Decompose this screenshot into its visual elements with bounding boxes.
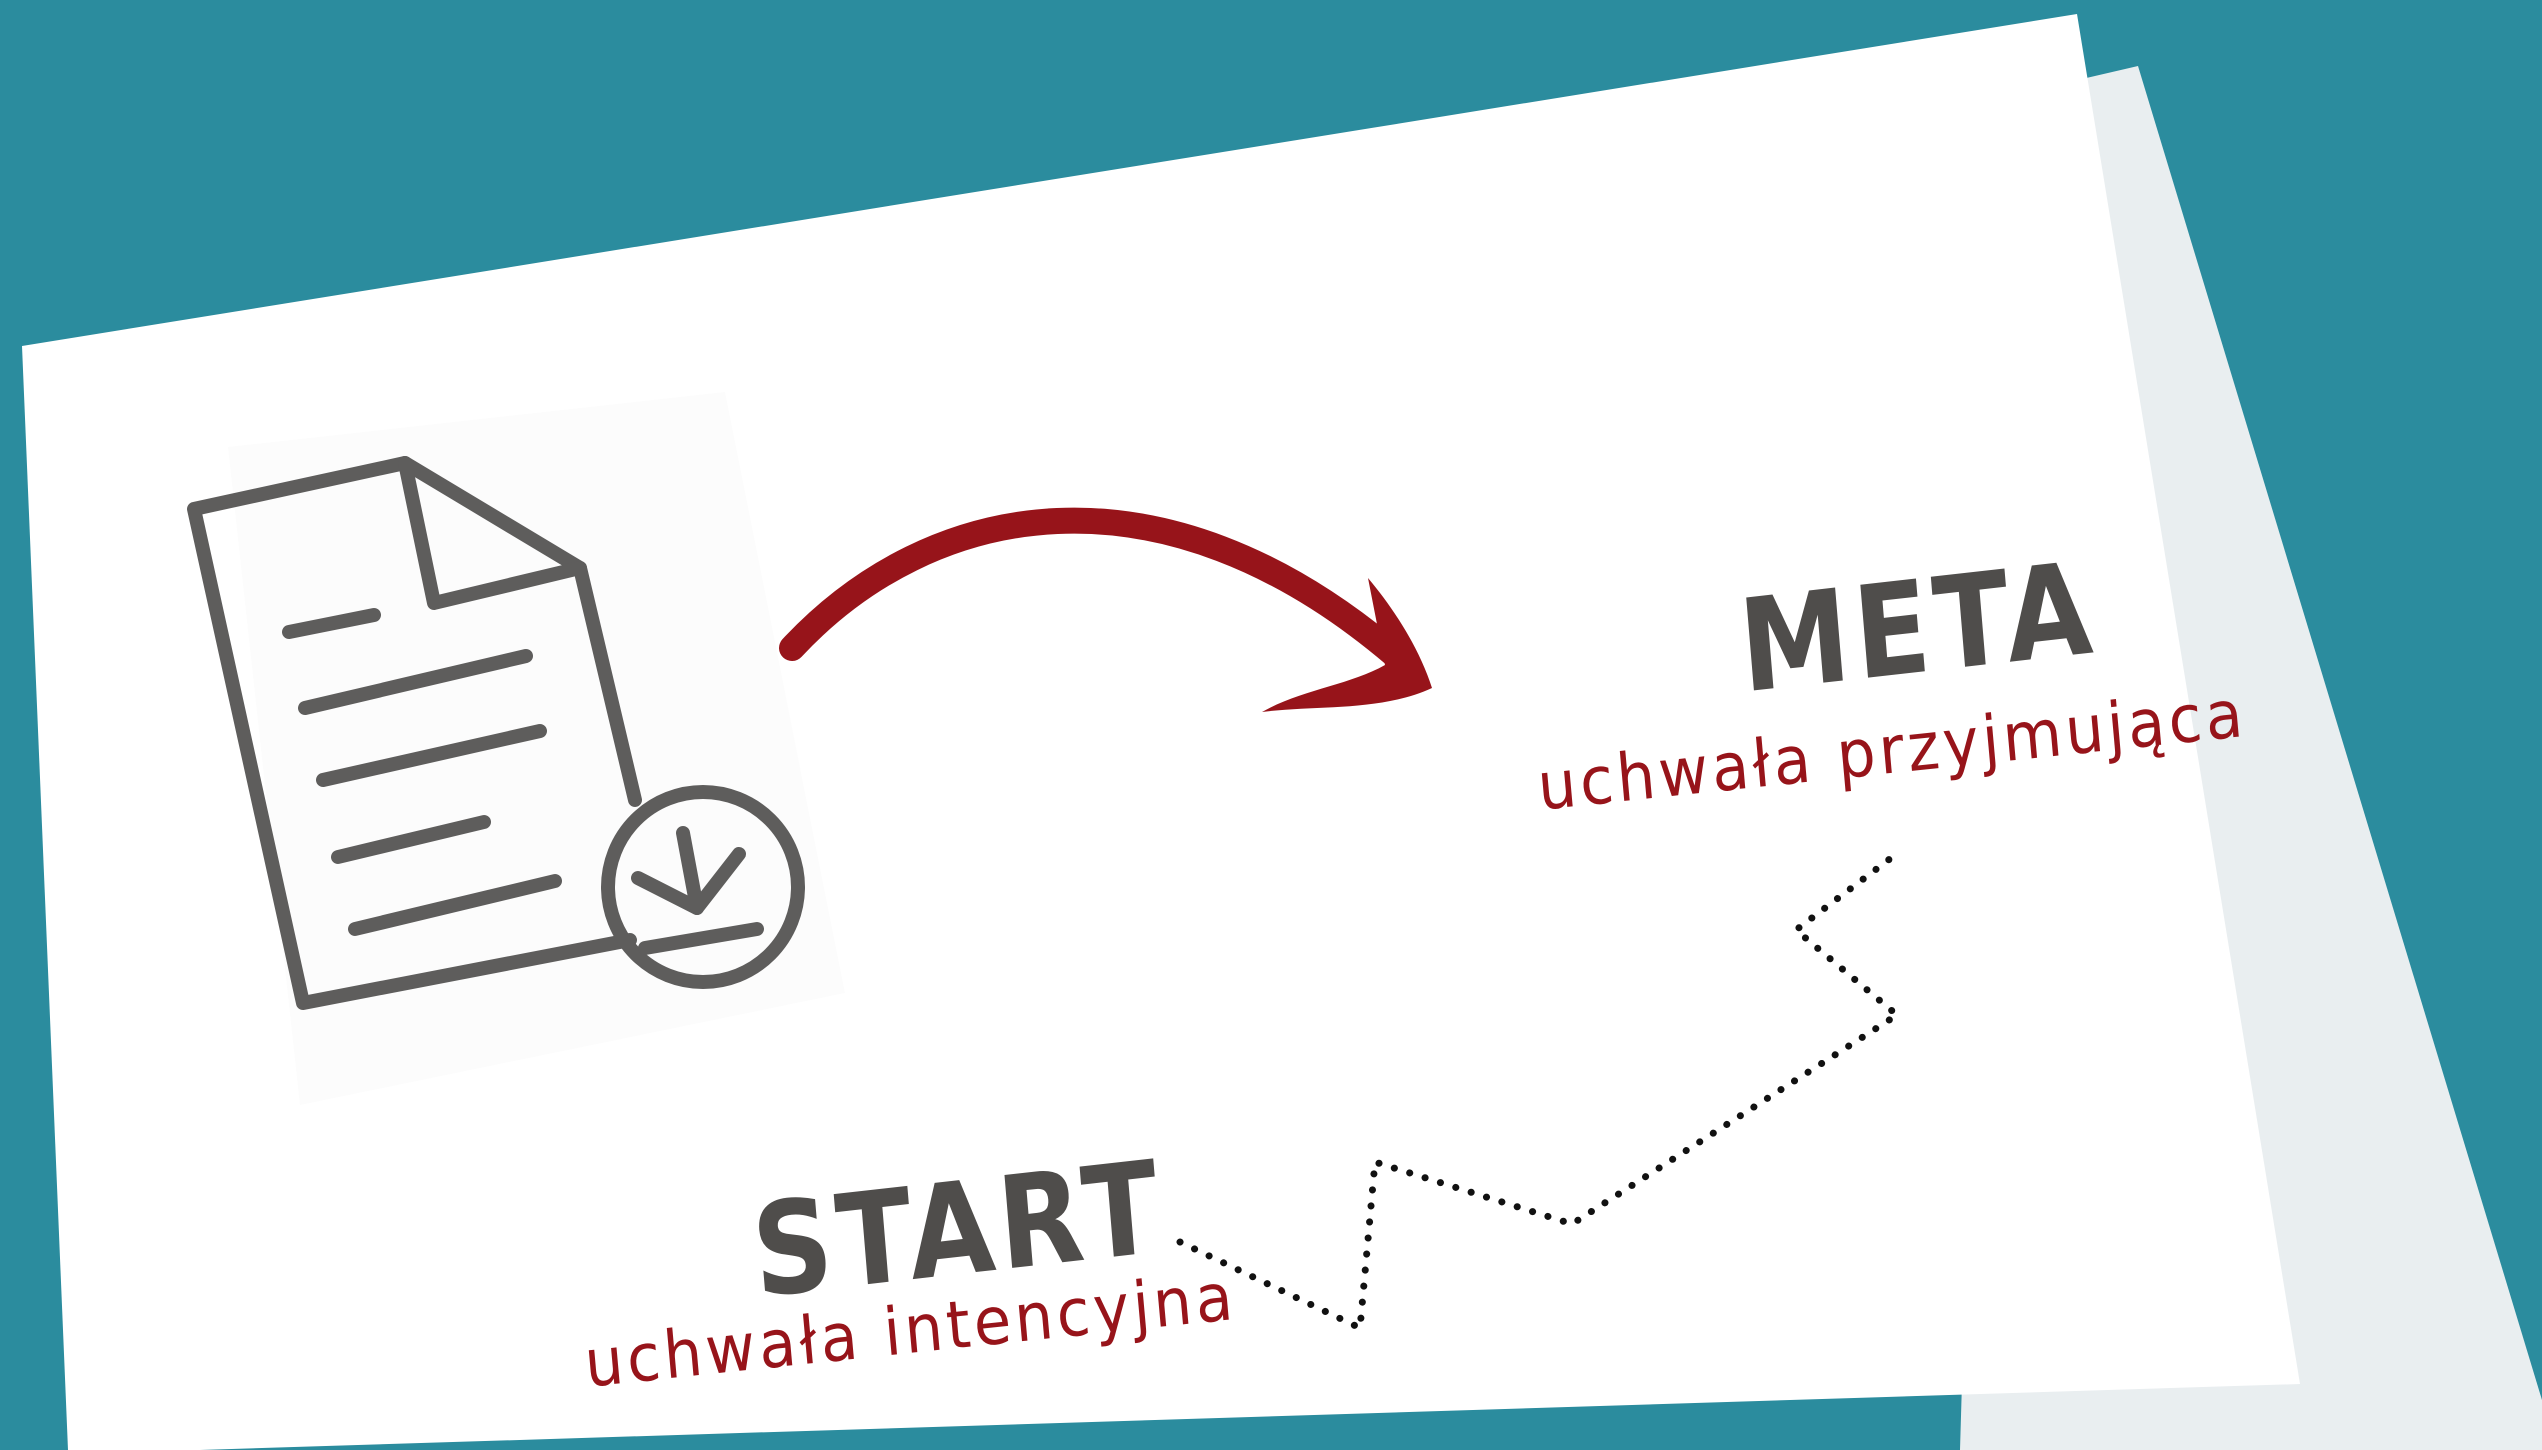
document-outline [187, 456, 642, 1010]
document-line-5 [348, 874, 562, 936]
download-circle [601, 785, 805, 989]
download-arrow-shaft [676, 826, 704, 915]
download-baseline [638, 922, 764, 955]
document-line-1 [282, 608, 381, 639]
paper-stack [22, 14, 2542, 1450]
arrow-head [1262, 578, 1432, 712]
goal-title: META [1734, 534, 2102, 723]
document-line-3 [316, 724, 547, 787]
arrow-body [779, 507, 1408, 668]
paper-front-sheet [22, 14, 2300, 1450]
document-line-4 [331, 815, 491, 864]
document-line-2 [298, 649, 533, 715]
document-fold [398, 456, 587, 610]
document-download-icon [187, 392, 845, 1105]
curved-arrow-icon [779, 507, 1432, 712]
